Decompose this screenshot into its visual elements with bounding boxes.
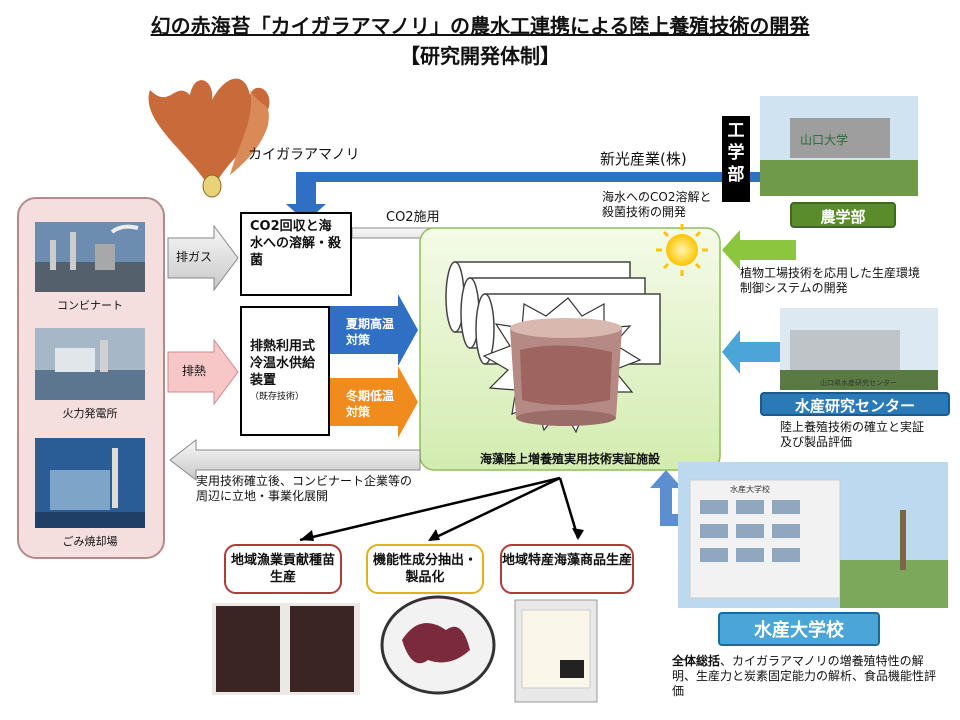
seaweed-label: カイガラアマノリ bbox=[248, 147, 360, 163]
fisheries-college-arrow bbox=[650, 470, 690, 526]
co2-recovery-box: CO2回収と海水への溶解・殺菌 bbox=[240, 212, 352, 296]
svg-text:水産大学校: 水産大学校 bbox=[730, 484, 770, 494]
sun-icon bbox=[656, 224, 708, 276]
fisheries-college-note-text: 、カイガラアマノリの増養殖特性の解明、生産力と炭素固定能力の解析、食品機能性評価 bbox=[672, 654, 937, 698]
sub-title: 【研究開発体制】 bbox=[400, 44, 560, 68]
product-arrows bbox=[299, 476, 580, 542]
agriculture-note: 植物工場技術を応用した生産環境制御システムの開発 bbox=[740, 266, 921, 295]
seaweed-illustration bbox=[148, 78, 270, 198]
product-seed: 地域漁業貢献種苗生産 bbox=[224, 544, 342, 594]
seed-nets-photo bbox=[212, 603, 360, 695]
product-extract: 機能性成分抽出・製品化 bbox=[366, 544, 484, 594]
yamaguchi-university-photo: 山口大学 bbox=[760, 96, 918, 196]
summer-arrow bbox=[330, 294, 418, 366]
exhaust-gas-arrow bbox=[167, 224, 239, 292]
research-center-photo: 山口県水産研究センター bbox=[780, 308, 938, 390]
incinerator-photo bbox=[35, 438, 145, 528]
company-label: 新光産業(株) bbox=[600, 150, 687, 168]
exhaust-gas-label: 排ガス bbox=[176, 250, 213, 264]
main-title: 幻の赤海苔「カイガラアマノリ」の農水工連携による陸上養殖技術の開発 bbox=[150, 14, 810, 38]
source-kombinat: コンビナート bbox=[57, 299, 123, 312]
product-local: 地域特産海藻商品生産 bbox=[500, 544, 634, 594]
fisheries-college-photo: 水産大学校 bbox=[678, 462, 948, 608]
fisheries-center-arrow bbox=[722, 330, 780, 374]
fisheries-college-note-bold: 全体総括 bbox=[672, 654, 721, 668]
fisheries-college-badge: 水産大学校 bbox=[718, 612, 880, 646]
fisheries-center-badge: 水産研究センター bbox=[760, 392, 950, 416]
co2-apply-label: CO2施用 bbox=[386, 210, 440, 225]
fisheries-center-note: 陸上養殖技術の確立と実証及び製品評価 bbox=[780, 420, 925, 449]
agri-arrow bbox=[722, 230, 796, 270]
winter-label: 冬期低温対策 bbox=[346, 389, 395, 419]
heat-supply-box: 排熱利用式冷温水供給装置 （既存技術） bbox=[240, 306, 330, 436]
winter-arrow bbox=[330, 366, 418, 438]
exhaust-heat-label: 排熱 bbox=[182, 364, 207, 378]
seaweed-tank-photo bbox=[510, 318, 622, 426]
heat-box-sub: （既存技術） bbox=[250, 392, 305, 402]
power-plant-photo bbox=[35, 328, 145, 400]
svg-text:山口大学: 山口大学 bbox=[800, 132, 848, 147]
exhaust-heat-arrow bbox=[167, 338, 239, 406]
engineering-note: 海水へのCO2溶解と殺菌技術の開発 bbox=[602, 190, 712, 219]
svg-text:山口県水産研究センター: 山口県水産研究センター bbox=[820, 378, 897, 387]
fisheries-college-note: 全体総括、カイガラアマノリの増養殖特性の解明、生産力と炭素固定能力の解析、食品機… bbox=[672, 654, 942, 699]
agriculture-faculty-badge: 農学部 bbox=[790, 202, 896, 228]
seaweed-package-photo bbox=[514, 599, 598, 703]
kombinat-photo bbox=[35, 222, 145, 292]
source-incinerator: ごみ焼却場 bbox=[62, 535, 118, 548]
deploy-arrow bbox=[169, 438, 421, 482]
engineering-faculty-badge: 工学部 bbox=[722, 116, 750, 202]
source-power-plant: 火力発電所 bbox=[62, 407, 118, 420]
summer-label: 夏期高温対策 bbox=[346, 317, 395, 347]
extract-plate-photo bbox=[380, 595, 496, 695]
deploy-note: 実用技術確立後、コンビナート企業等の周辺に立地・事業化展開 bbox=[196, 474, 413, 503]
heat-box-title: 排熱利用式冷温水供給装置 bbox=[250, 339, 316, 388]
company-arrow bbox=[286, 172, 792, 222]
facility-label: 海藻陸上増養殖実用技術実証施設 bbox=[479, 452, 660, 466]
